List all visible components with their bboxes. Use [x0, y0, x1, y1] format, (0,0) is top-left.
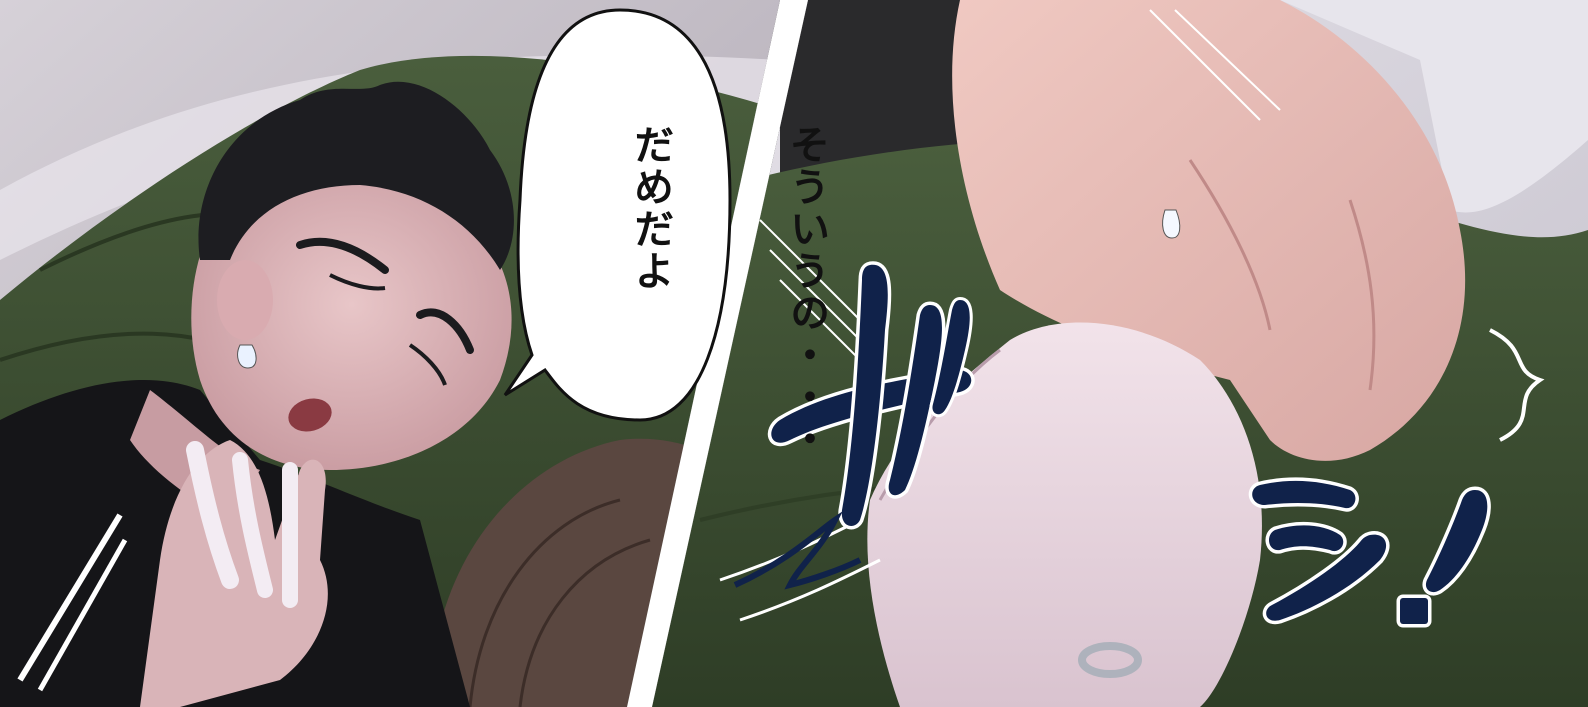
speech-line-2: だめだよ — [627, 123, 674, 292]
ring — [1078, 642, 1142, 678]
panel-gutter — [627, 0, 808, 707]
sfx-gashi — [1248, 477, 1491, 628]
sfx-dakuten-label: ゞ — [940, 300, 941, 301]
speech-line-1: そういうの・・・ — [783, 123, 830, 460]
man-hair — [198, 81, 514, 270]
sfx-gashi-label: シ! — [1260, 480, 1261, 481]
man-fist — [952, 0, 1466, 461]
sfx-zagi-label: ザ — [808, 260, 809, 261]
speech-bubble — [503, 8, 732, 422]
speech-text: そういうの・・・ だめだよ — [572, 60, 884, 460]
sfx-zagi-tail — [733, 511, 862, 590]
woman-hand — [867, 322, 1262, 707]
man-face — [191, 169, 512, 470]
sfx-zagi — [767, 261, 975, 530]
